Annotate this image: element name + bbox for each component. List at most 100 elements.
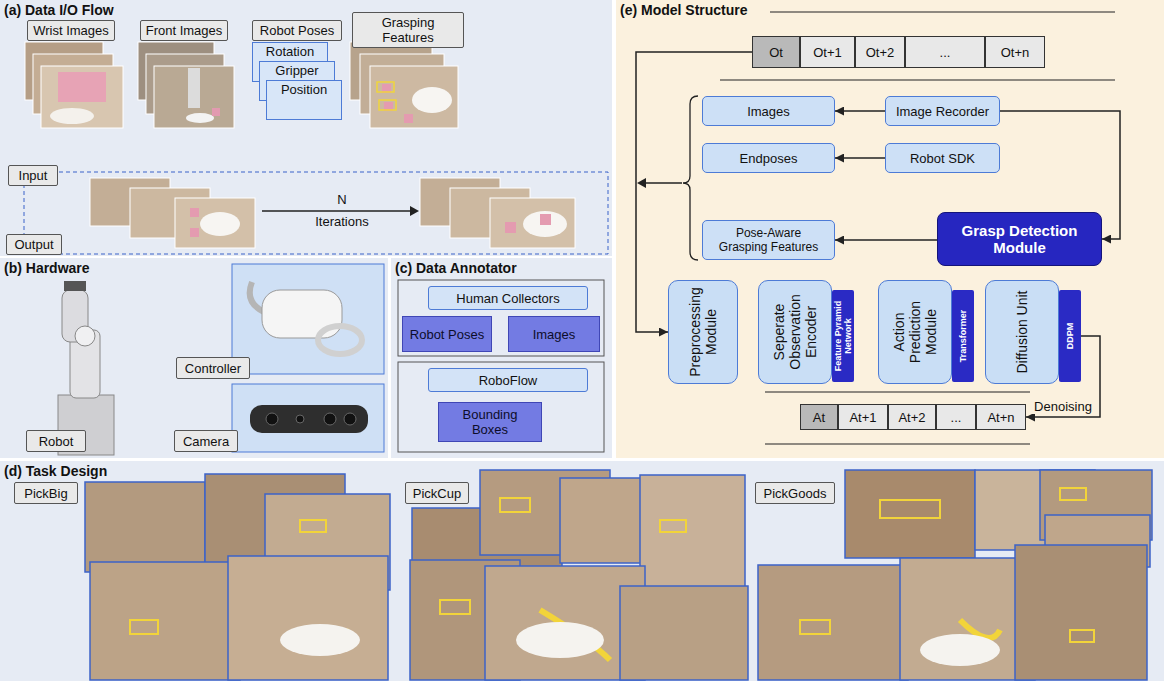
node-text: Feature Pyramid Network bbox=[833, 293, 853, 379]
node-text: Seperate Observation Encoder bbox=[771, 283, 819, 381]
data-box: Robot Poses bbox=[402, 316, 492, 352]
label-box: Robot bbox=[26, 430, 86, 452]
node-text: Ot+n bbox=[1001, 45, 1030, 60]
connector bbox=[835, 239, 937, 241]
photo bbox=[90, 562, 240, 680]
group-frame bbox=[398, 362, 604, 452]
sequence-cell: At bbox=[800, 404, 838, 430]
module-box: Grasp Detection Module bbox=[937, 212, 1102, 266]
connector bbox=[835, 157, 885, 159]
photo bbox=[845, 470, 975, 558]
node-text: PickGoods bbox=[764, 486, 827, 501]
label-box: Output bbox=[6, 234, 62, 255]
label-box: PickCup bbox=[405, 482, 469, 504]
panel-title: (a) Data I/O Flow bbox=[0, 0, 118, 20]
node-text: Rotation bbox=[266, 44, 314, 59]
sequence-rule bbox=[720, 79, 1115, 80]
grasp-box bbox=[800, 620, 830, 634]
edge-label: Denoising bbox=[1032, 399, 1094, 414]
label-box: Front Images bbox=[140, 20, 228, 41]
sequence-cell: Ot+2 bbox=[855, 36, 905, 68]
iteration-arrow bbox=[262, 210, 412, 212]
process-box: Endposes bbox=[702, 143, 835, 173]
camera-photo bbox=[232, 384, 384, 452]
sequence-cell: ... bbox=[936, 404, 976, 430]
plate bbox=[50, 108, 94, 124]
node-text: Ot+1 bbox=[813, 45, 842, 60]
node-text: Position bbox=[281, 82, 327, 97]
node-text: DDPM bbox=[1065, 293, 1075, 379]
photo bbox=[640, 475, 745, 590]
node-text: Images bbox=[533, 327, 576, 342]
plate bbox=[516, 622, 604, 658]
panel-ground bbox=[0, 461, 1164, 681]
node-text: At+2 bbox=[898, 410, 925, 425]
sequence-rule bbox=[765, 391, 1030, 392]
sequence-cell: At+1 bbox=[838, 404, 888, 430]
photo bbox=[228, 556, 388, 680]
annotation-label: Iterations bbox=[315, 214, 368, 229]
node-text: At bbox=[813, 410, 825, 425]
sequence-cell: At+n bbox=[976, 404, 1026, 430]
node-text: Wrist Images bbox=[33, 23, 109, 38]
pink-block bbox=[58, 72, 106, 102]
grasp-box bbox=[660, 520, 686, 532]
photo bbox=[620, 586, 748, 680]
plate bbox=[920, 634, 1000, 666]
label-box: Camera bbox=[174, 430, 238, 452]
node-text: Bounding Boxes bbox=[443, 407, 537, 437]
node-text: Human Collectors bbox=[456, 291, 559, 306]
module-tab: Transformer bbox=[952, 290, 974, 382]
controller-photo bbox=[232, 264, 384, 374]
panel-ground bbox=[0, 258, 388, 458]
grasp-marks bbox=[130, 488, 1094, 660]
grasp-box bbox=[300, 520, 326, 532]
connector bbox=[835, 110, 885, 112]
pink-block bbox=[190, 208, 199, 217]
label-box: Robot Poses bbox=[252, 20, 342, 41]
photo bbox=[560, 478, 650, 563]
grasp-box bbox=[377, 82, 394, 92]
grasp-box bbox=[130, 620, 158, 634]
panel: (c) Data AnnotatorHuman CollectorsRobot … bbox=[391, 258, 612, 458]
module-tab: DDPM bbox=[1059, 290, 1081, 382]
module-box: Action Prediction Module bbox=[878, 280, 952, 384]
node-text: Images bbox=[747, 104, 790, 119]
panel-title: (b) Hardware bbox=[0, 258, 94, 278]
sequence-cell: Ot+1 bbox=[800, 36, 855, 68]
process-box: Pose-Aware Grasping Features bbox=[702, 220, 835, 260]
plate bbox=[186, 113, 214, 123]
photo bbox=[490, 198, 575, 248]
pink-block bbox=[540, 214, 551, 225]
node-text: Transformer bbox=[958, 293, 968, 379]
node-text: Gripper bbox=[275, 63, 318, 78]
camera-lens bbox=[344, 413, 356, 425]
panel-ground bbox=[616, 0, 1164, 458]
process-box: RoboFlow bbox=[428, 368, 588, 392]
plate bbox=[523, 211, 567, 237]
node-text: Robot Poses bbox=[410, 327, 484, 342]
panel-ground bbox=[0, 0, 612, 256]
robot-gripper bbox=[64, 281, 86, 291]
brace bbox=[683, 96, 698, 260]
label-box: Wrist Images bbox=[27, 20, 115, 41]
photo bbox=[1015, 545, 1147, 680]
module-box: Seperate Observation Encoder bbox=[758, 280, 832, 384]
label-box: Grasping Features bbox=[352, 12, 464, 48]
node-text: Endposes bbox=[740, 151, 798, 166]
node-text: Ot+2 bbox=[866, 45, 895, 60]
node-text: RoboFlow bbox=[479, 373, 538, 388]
node-text: Camera bbox=[183, 434, 229, 449]
pink-block bbox=[505, 222, 516, 233]
sequence-cell: ... bbox=[905, 36, 985, 68]
pink-block bbox=[404, 114, 413, 123]
panel-title: (e) Model Structure bbox=[616, 0, 752, 20]
camera-lens bbox=[324, 413, 336, 425]
photo bbox=[370, 66, 458, 128]
node-text: At+n bbox=[987, 410, 1014, 425]
node-text: Action Prediction Module bbox=[891, 283, 939, 381]
photo bbox=[175, 198, 255, 248]
node-text: Ot bbox=[769, 45, 783, 60]
node-text: Pose-Aware Grasping Features bbox=[719, 226, 819, 254]
label-box: Input bbox=[8, 165, 58, 186]
